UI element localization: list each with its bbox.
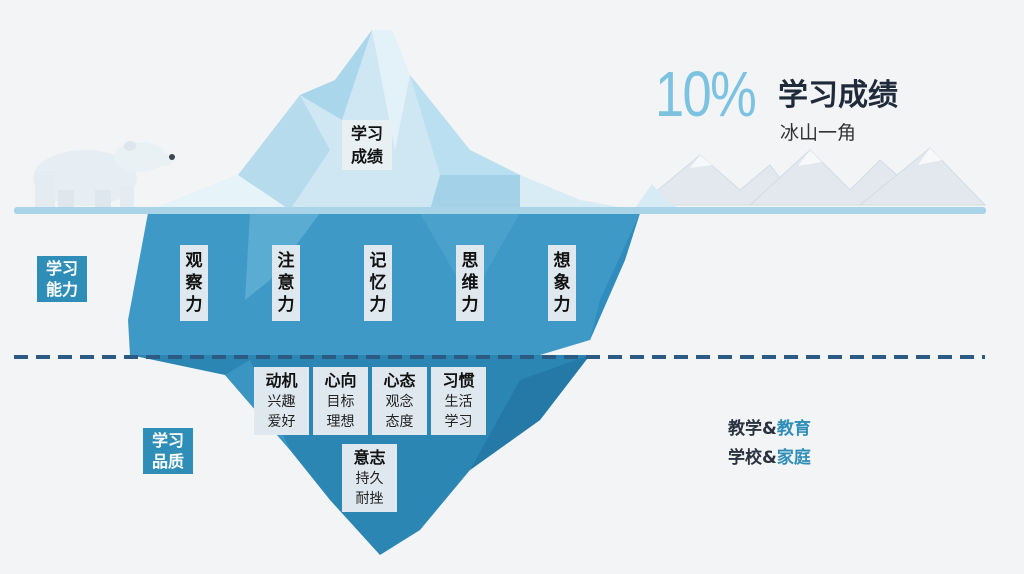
trait-box-willpower: 意志 持久 耐挫	[342, 444, 397, 512]
support-line-teaching-highlight: 教育	[776, 419, 811, 439]
iceberg-tip	[150, 30, 635, 210]
ability-box-memory: 记忆力	[364, 245, 392, 321]
ability-box-attention: 注意力	[272, 245, 300, 321]
section-label-ability: 学习 能力	[37, 256, 87, 302]
support-line-teaching-prefix: 教学&	[728, 419, 777, 439]
headline-subtitle: 冰山一角	[780, 122, 857, 144]
tip-label-box: 学习 成绩	[342, 120, 392, 170]
section-label-quality: 学习 品质	[143, 428, 193, 474]
ability-box-observation: 观察力	[180, 245, 208, 321]
support-line-school: 学校&家庭	[728, 443, 811, 468]
trait-box-orientation: 心向 目标 理想	[313, 367, 368, 435]
trait-box-mindset: 心态 观念 态度	[372, 367, 427, 435]
percent-figure: 10%	[655, 58, 757, 130]
support-line-school-highlight: 家庭	[776, 448, 811, 468]
headline-title: 学习成绩	[778, 78, 898, 113]
support-line-school-prefix: 学校&	[728, 448, 777, 468]
support-line-teaching: 教学&教育	[728, 414, 811, 439]
background-mountains	[638, 147, 987, 206]
ability-box-thinking: 思维力	[456, 245, 484, 321]
trait-box-motivation: 动机 兴趣 爱好	[254, 367, 309, 435]
ability-box-imagination: 想象力	[548, 245, 576, 321]
trait-box-habit: 习惯 生活 学习	[431, 367, 486, 435]
water-line	[14, 207, 986, 214]
polar-bear	[33, 141, 176, 210]
